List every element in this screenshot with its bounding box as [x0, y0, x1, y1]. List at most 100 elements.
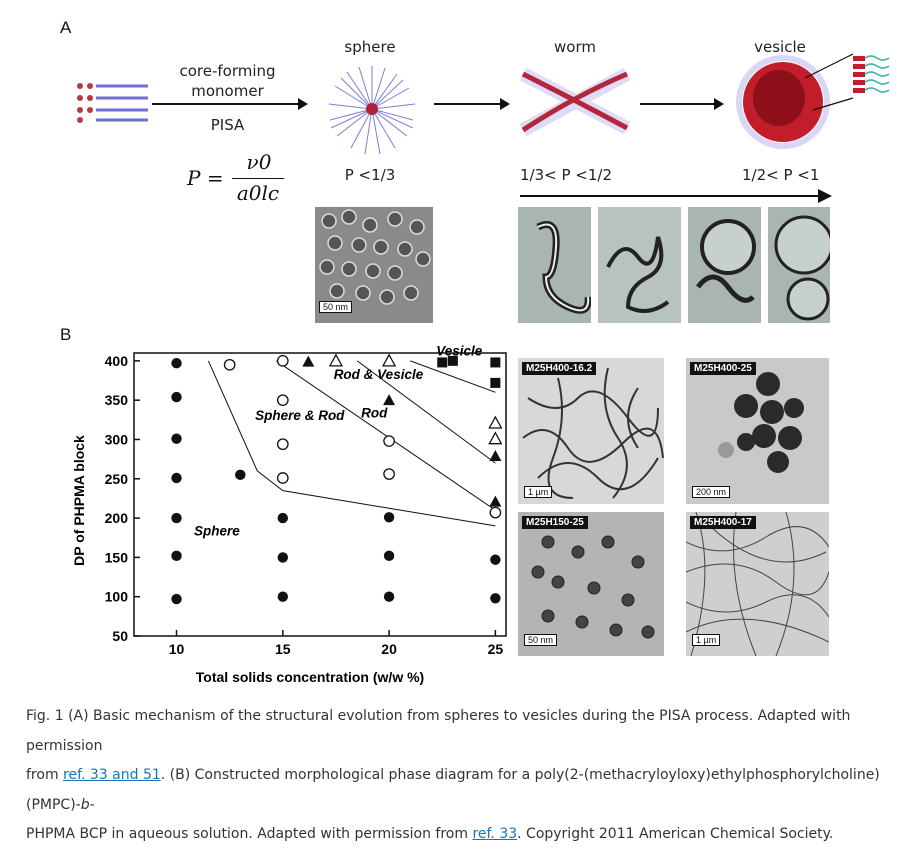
- point-sphere-rod: [276, 472, 289, 484]
- caption-link-ref-33[interactable]: ref. 33: [472, 826, 518, 842]
- y-tick-label: 400: [105, 353, 129, 369]
- tem-spheres-texture: [315, 207, 433, 323]
- x-tick-label: 10: [169, 641, 185, 657]
- point-sphere: [171, 472, 182, 484]
- point-rod: [489, 449, 502, 461]
- tem-image-b2: M25H400-25 200 nm: [686, 358, 829, 504]
- condition-sphere: P <1/3: [344, 166, 396, 184]
- tem-image-worm-vesicle: [688, 207, 761, 323]
- point-rod: [489, 495, 502, 507]
- point-sphere: [490, 554, 501, 565]
- tem-image-b4: M25H400-17 1 µm: [686, 512, 829, 656]
- condition-worm: 1/3< P <1/2: [520, 166, 612, 184]
- tem-worm-1-texture: [518, 207, 591, 323]
- tem-image-b1: M25H400-16.2 1 µm: [518, 358, 664, 504]
- phase-boundary-line: [207, 360, 496, 527]
- arrow-worm-to-vesicle: [640, 98, 724, 110]
- caption-text-2d: -: [89, 796, 95, 813]
- region-label: Sphere: [194, 523, 240, 538]
- plot-frame: [133, 352, 507, 637]
- point-sphere-rod: [383, 468, 395, 480]
- tem-b1-texture: [518, 358, 664, 504]
- x-tick-label: 20: [381, 641, 397, 657]
- point-sphere: [171, 433, 182, 444]
- tem-b3-label: M25H150-25: [522, 516, 588, 529]
- tem-b2-texture: [686, 358, 829, 504]
- point-sphere: [490, 593, 501, 604]
- point-rod-vesicle: [381, 353, 397, 367]
- region-label: Rod: [361, 405, 388, 420]
- monomer-illustration: [77, 83, 148, 123]
- arrow-sphere-to-worm: [434, 98, 510, 110]
- tem-worm-2-texture: [598, 207, 681, 323]
- phase-boundary-line: [356, 360, 496, 464]
- stage-vesicle-label: vesicle: [754, 38, 806, 56]
- point-vesicle: [447, 355, 458, 366]
- equation-denominator: a0lc: [236, 181, 280, 205]
- point-sphere: [383, 591, 395, 602]
- point-sphere: [383, 550, 395, 562]
- point-sphere: [171, 550, 182, 562]
- figure-caption: Fig. 1 (A) Basic mechanism of the struct…: [26, 702, 888, 850]
- point-sphere-rod: [276, 394, 289, 407]
- tem-b3-scale: 50 nm: [524, 634, 558, 646]
- point-sphere-rod: [383, 435, 395, 447]
- condition-vesicle: 1/2< P <1: [742, 166, 820, 184]
- point-sphere-rod: [223, 358, 236, 371]
- y-tick-label: 300: [105, 431, 129, 447]
- y-tick-label: 150: [105, 549, 129, 565]
- tem-b4-label: M25H400-17: [690, 516, 756, 529]
- point-sphere: [277, 591, 288, 602]
- tem-b1-label: M25H400-16.2: [522, 362, 597, 375]
- arrow-label-pisa: PISA: [210, 116, 245, 134]
- region-label: Vesicle: [436, 343, 483, 358]
- tem-b3-texture: [518, 512, 664, 656]
- worm-micelle-illustration: [519, 67, 631, 137]
- point-sphere: [171, 358, 182, 369]
- packing-parameter-arrow: [520, 189, 832, 203]
- region-label: Rod & Vesicle: [334, 367, 424, 382]
- tem-b4-scale: 1 µm: [692, 634, 721, 646]
- equation-numerator: ν0: [246, 150, 272, 174]
- vesicle-illustration: [736, 53, 890, 149]
- y-tick-label: 50: [112, 628, 128, 644]
- point-sphere: [171, 593, 182, 605]
- panel-b-letter: B: [60, 325, 72, 344]
- phase-boundary-line: [276, 360, 496, 511]
- y-tick-label: 100: [105, 589, 129, 605]
- tem-spheres-scale: 50 nm: [319, 301, 353, 313]
- tem-b1-scale: 1 µm: [524, 486, 553, 498]
- phase-boundary-line: [410, 360, 496, 393]
- point-vesicle: [490, 377, 501, 388]
- point-rod-vesicle: [488, 415, 503, 429]
- y-axis-label: DP of PHPMA block: [71, 435, 87, 566]
- point-rod: [383, 394, 396, 406]
- sphere-micelle-illustration: [328, 66, 416, 155]
- y-tick-label: 200: [105, 510, 129, 526]
- point-sphere-rod: [276, 355, 289, 367]
- tem-worm-vesicle-texture: [688, 207, 761, 323]
- point-vesicle: [437, 357, 448, 368]
- point-vesicle: [490, 357, 501, 368]
- tem-b2-label: M25H400-25: [690, 362, 756, 375]
- point-sphere: [235, 469, 246, 481]
- y-tick-label: 350: [105, 392, 129, 408]
- tem-vesicle-texture: [768, 207, 830, 323]
- point-rod: [302, 355, 315, 367]
- tem-b2-scale: 200 nm: [692, 486, 731, 498]
- arrow-monomer-to-sphere: [152, 98, 308, 110]
- equation-fraction-bar: [232, 178, 284, 179]
- point-sphere: [277, 512, 288, 524]
- caption-text-1: Fig. 1 (A) Basic mechanism of the struct…: [26, 708, 851, 754]
- x-axis-label: Total solids concentration (w/w %): [196, 669, 424, 685]
- point-sphere-rod: [489, 506, 502, 519]
- tem-b4-texture: [686, 512, 829, 656]
- caption-link-ref-33-51[interactable]: ref. 33 and 51: [63, 767, 161, 783]
- arrow-label-core-forming: core-forming: [179, 62, 276, 80]
- tem-image-spheres: 50 nm: [315, 207, 433, 323]
- x-tick-label: 25: [488, 641, 504, 657]
- point-sphere: [171, 391, 182, 403]
- point-sphere: [277, 552, 288, 563]
- panel-a-letter: A: [60, 18, 72, 37]
